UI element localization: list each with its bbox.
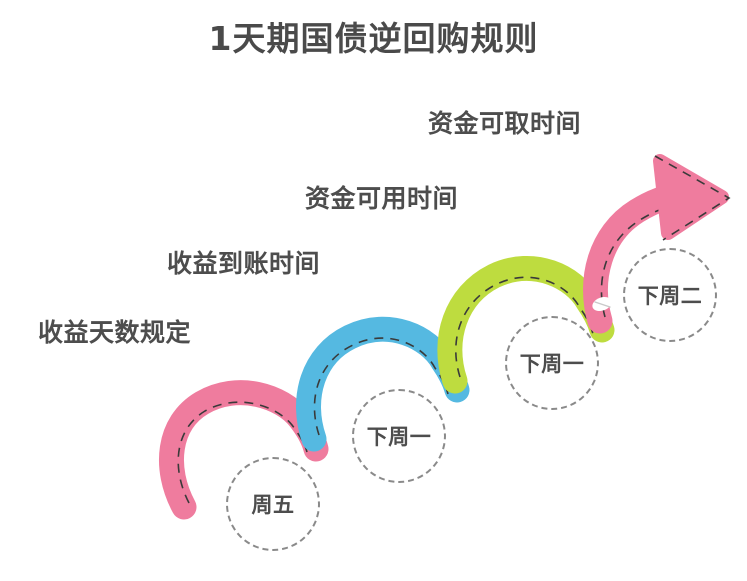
day-circle-1: 下周一: [352, 389, 446, 483]
stage-label-1: 收益到账时间: [167, 249, 321, 278]
day-circle-label-3: 下周二: [637, 284, 703, 308]
day-circle-2: 下周一: [505, 316, 599, 410]
day-circle-0: 周五: [226, 457, 320, 551]
arrow-head-icon: [653, 154, 729, 240]
stage-label-3: 资金可取时间: [428, 109, 582, 138]
day-circle-label-1: 下周一: [366, 425, 432, 449]
joint-hole-2: [446, 364, 468, 382]
joint-hole-1: [305, 423, 327, 441]
joint-hole-4: [592, 296, 612, 312]
stage-label-2: 资金可用时间: [305, 184, 459, 213]
day-circle-3: 下周二: [623, 248, 717, 342]
page-title: 1天期国债逆回购规则: [208, 19, 539, 58]
joint-hole-3: [591, 304, 613, 322]
stage-label-0: 收益天数规定: [38, 318, 192, 347]
arrow-head-dash: [654, 155, 731, 241]
day-circle-label-0: 周五: [251, 493, 295, 517]
day-circle-label-2: 下周一: [519, 352, 585, 376]
